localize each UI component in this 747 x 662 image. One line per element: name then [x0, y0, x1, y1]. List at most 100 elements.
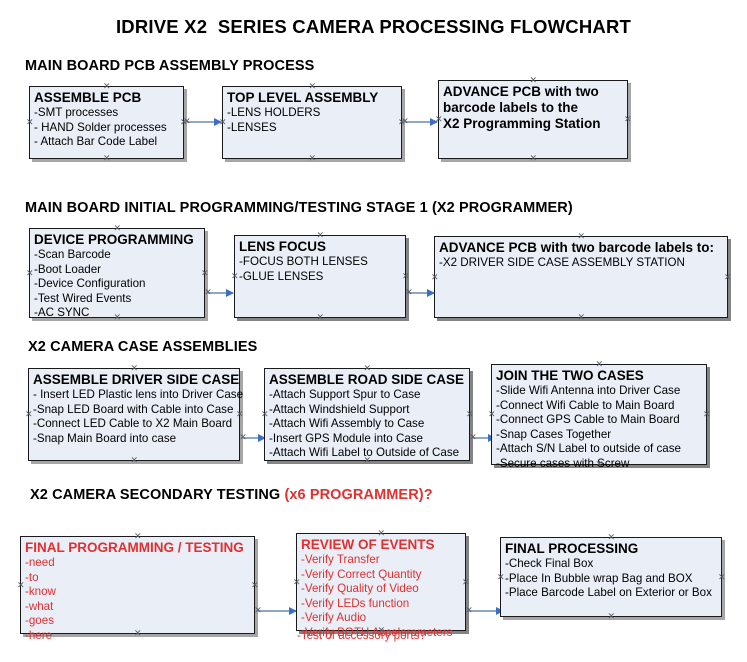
- node-title: FINAL PROGRAMMING / TESTING: [25, 540, 244, 555]
- arrow-head-icon: [214, 117, 222, 126]
- connection-handle-left[interactable]: [293, 579, 300, 586]
- section-heading-text: MAIN BOARD PCB ASSEMBLY PROCESS: [25, 58, 315, 74]
- connection-handle-top[interactable]: [378, 530, 385, 537]
- connection-handle-top[interactable]: [103, 83, 110, 90]
- connector-start-handle: [469, 433, 477, 441]
- node-line: -Verify Transfer: [301, 552, 380, 566]
- connection-handle-top[interactable]: [364, 365, 371, 372]
- connection-handle-left[interactable]: [431, 274, 438, 281]
- connection-handle-left[interactable]: [231, 273, 238, 280]
- node-final-programming-testing[interactable]: FINAL PROGRAMMING / TESTING -need -to -k…: [17, 533, 258, 642]
- arrow-head-icon: [258, 433, 266, 442]
- connection-handle-left[interactable]: [497, 574, 504, 581]
- connection-handle-top[interactable]: [317, 232, 324, 239]
- connection-handle-right[interactable]: [402, 273, 409, 280]
- connection-handle-right[interactable]: [724, 274, 731, 281]
- connection-handle-top[interactable]: [131, 365, 138, 372]
- node-join-the-two-cases[interactable]: JOIN THE TWO CASES -Slide Wifi Antenna i…: [488, 361, 710, 470]
- connection-handle-top[interactable]: [309, 83, 316, 90]
- section-heading-x2-camera-secondary-testing: X2 CAMERA SECONDARY TESTING (x6 PROGRAMM…: [30, 487, 433, 503]
- connection-handle-bottom[interactable]: [530, 155, 537, 162]
- node-line: - Insert LED Plastic lens into Driver Ca…: [33, 387, 244, 401]
- connector-lens-focus-to-advance-pcb-driver[interactable]: [409, 288, 435, 297]
- node-title: ADVANCE PCB with two: [443, 84, 599, 99]
- section-heading-text: X2 CAMERA SECONDARY TESTING: [30, 487, 285, 503]
- connector-start-handle: [401, 117, 409, 125]
- connection-handle-right[interactable]: [703, 411, 710, 418]
- node-line: -goes: [25, 614, 55, 628]
- node-assemble-pcb[interactable]: ASSEMBLE PCB -SMT processes - HAND Solde…: [29, 86, 184, 159]
- node-line: -Connect LED Cable to X2 Main Board: [33, 417, 233, 431]
- connector-driver-case-to-road-case[interactable]: [243, 433, 266, 442]
- node-line: -X2 DRIVER SIDE CASE ASSEMBLY STATION: [439, 255, 685, 269]
- node-line: -LENS HOLDERS: [227, 105, 321, 119]
- connection-handle-right[interactable]: [251, 582, 258, 589]
- connection-handle-right[interactable]: [718, 574, 725, 581]
- node-device-programming[interactable]: DEVICE PROGRAMMING -Scan Barcode -Boot L…: [26, 225, 208, 319]
- connector-start-handle: [405, 288, 413, 296]
- connector-start-handle: [254, 606, 262, 614]
- section-heading-text: X2 CAMERA CASE ASSEMBLIES: [28, 339, 258, 355]
- connector-top-level-to-advance-pcb[interactable]: [405, 117, 438, 126]
- node-line: -SMT processes: [34, 105, 119, 119]
- node-line: -Connect GPS Cable to Main Board: [496, 413, 680, 427]
- connection-handle-bottom[interactable]: [103, 155, 110, 162]
- node-line: -need: [25, 555, 55, 569]
- node-final-processing[interactable]: FINAL PROCESSING -Check Final Box -Place…: [500, 537, 722, 617]
- node-line: -Slide Wifi Antenna into Driver Case: [496, 383, 681, 397]
- page-title: IDRIVE X2 SERIES CAMERA PROCESSING FLOWC…: [115, 16, 632, 37]
- node-line: -Device Configuration: [34, 277, 146, 291]
- node-line: -Verify LEDs function: [301, 596, 410, 610]
- connection-handle-left[interactable]: [26, 270, 33, 277]
- connection-handle-top[interactable]: [578, 233, 585, 240]
- connection-handle-bottom[interactable]: [131, 457, 138, 464]
- node-review-of-events[interactable]: REVIEW OF EVENTS -Verify Transfer -Verif…: [293, 530, 469, 639]
- connection-handle-top[interactable]: [596, 361, 603, 368]
- node-line: -Attach Windshield Support: [269, 402, 410, 416]
- connection-handle-bottom[interactable]: [309, 155, 316, 162]
- connector-device-programming-to-lens-focus[interactable]: [208, 288, 234, 297]
- node-line: -Attach Wifi Label to Outside of Case: [269, 446, 460, 460]
- node-line: -Verify Quality of Video: [301, 582, 419, 596]
- section-heading-accent: (x6 PROGRAMMER)?: [284, 487, 433, 503]
- node-title-line3: X2 Programming Station: [443, 115, 601, 131]
- connection-handle-top[interactable]: [134, 533, 141, 540]
- node-title: ADVANCE PCB with two barcode labels to:: [439, 240, 715, 255]
- connection-handle-bottom[interactable]: [578, 314, 585, 321]
- connector-final-programming-to-review-of-events[interactable]: [258, 606, 297, 615]
- connection-handle-top[interactable]: [530, 77, 537, 84]
- connector-start-handle: [204, 288, 212, 296]
- connection-handle-top[interactable]: [114, 225, 121, 232]
- arrow-head-icon: [430, 117, 438, 126]
- connection-handle-right[interactable]: [236, 411, 243, 418]
- connector-review-of-events-to-final-processing[interactable]: [469, 606, 504, 615]
- connection-handle-right[interactable]: [462, 579, 469, 586]
- connection-handle-bottom[interactable]: [317, 314, 324, 321]
- connection-handle-top[interactable]: [608, 534, 615, 541]
- node-top-level-assembly[interactable]: TOP LEVEL ASSEMBLY -LENS HOLDERS -LENSES: [222, 86, 402, 159]
- node-line: -Attach S/N Label to outside of case: [496, 442, 681, 456]
- node-advance-pcb-driver-side-station[interactable]: ADVANCE PCB with two barcode labels to: …: [434, 236, 728, 318]
- node-line: -Attach Support Spur to Case: [269, 387, 421, 401]
- node-line: -know: [25, 585, 56, 599]
- node-line: -Verify Audio: [301, 611, 367, 625]
- node-assemble-road-side-case[interactable]: ASSEMBLE ROAD SIDE CASE -Attach Support …: [264, 368, 470, 461]
- section-heading-main-board-initial-programming: MAIN BOARD INITIAL PROGRAMMING/TESTING S…: [25, 200, 573, 216]
- connector-assemble-pcb-to-top-level[interactable]: [187, 117, 222, 126]
- node-line: -Scan Barcode: [34, 247, 111, 261]
- node-line: -Verify BOTH Accelerometers: [301, 625, 453, 639]
- section-heading-main-board-pcb-assembly: MAIN BOARD PCB ASSEMBLY PROCESS: [25, 58, 314, 74]
- connection-handle-right[interactable]: [624, 116, 631, 123]
- node-line: - HAND Solder processes: [34, 120, 167, 134]
- connection-handle-right[interactable]: [466, 411, 473, 418]
- connection-handle-left[interactable]: [488, 411, 495, 418]
- connection-handle-left[interactable]: [25, 411, 32, 418]
- node-assemble-driver-side-case[interactable]: ASSEMBLE DRIVER SIDE CASE - Insert LED P…: [25, 365, 244, 464]
- connection-handle-left[interactable]: [26, 119, 33, 126]
- node-advance-pcb-programming-station[interactable]: ADVANCE PCB with two barcode labels to t…: [438, 80, 628, 159]
- connection-handle-bottom[interactable]: [608, 613, 615, 620]
- connection-handle-left[interactable]: [17, 582, 24, 589]
- connection-handle-right[interactable]: [201, 270, 208, 277]
- connection-handle-left[interactable]: [261, 411, 268, 418]
- node-lens-focus[interactable]: LENS FOCUS -FOCUS BOTH LENSES -GLUE LENS…: [234, 235, 406, 318]
